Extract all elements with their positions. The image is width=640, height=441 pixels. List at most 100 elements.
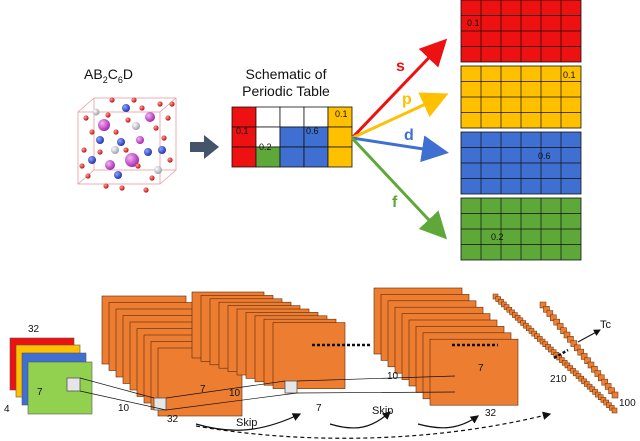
- periodic-table-schematic: 0.1 0.1 0.6 0.2: [231, 106, 353, 168]
- periodic-cell: [279, 126, 305, 148]
- atom: [98, 119, 110, 131]
- dense2-units-label: 100: [619, 398, 636, 409]
- periodic-value-4: 0.2: [259, 142, 272, 152]
- dense-unit: [563, 331, 571, 339]
- periodic-value-3: 0.6: [306, 126, 319, 136]
- dense-unit: [611, 407, 618, 414]
- dense-unit: [604, 383, 612, 390]
- atom: [92, 108, 100, 116]
- orbital-value-p: 0.1: [563, 70, 576, 80]
- schematic-title-line2: Periodic Table: [242, 83, 330, 99]
- atom: [113, 129, 119, 135]
- dense-unit: [567, 336, 574, 343]
- atom: [81, 147, 87, 153]
- dense1-units-label: 210: [550, 374, 567, 385]
- atom: [167, 157, 173, 163]
- dense-layer-210: [492, 293, 618, 414]
- atom: [123, 147, 129, 153]
- block2-kernel-label: 7: [316, 403, 322, 414]
- input-kernel-patch: [66, 377, 81, 392]
- dense-unit: [591, 366, 598, 373]
- block3-depth-label: 10: [387, 371, 399, 382]
- dense-unit: [577, 348, 584, 356]
- block1-kernel-patch: [153, 397, 167, 411]
- orbital-grids: [460, 0, 582, 261]
- periodic-cell: [255, 106, 281, 128]
- atom: [103, 183, 109, 189]
- atom: [114, 171, 122, 179]
- dense-unit: [546, 310, 554, 317]
- crystal-structure: [77, 97, 177, 193]
- periodic-cell: [279, 146, 305, 168]
- periodic-cell: [303, 146, 329, 168]
- periodic-cell: [231, 106, 257, 128]
- skip-label-2: Skip: [372, 405, 393, 417]
- conv-block-2: [191, 291, 346, 389]
- skip-label-1: Skip: [236, 417, 257, 429]
- dense-unit: [550, 314, 557, 322]
- atom: [79, 163, 85, 169]
- atom: [143, 187, 149, 193]
- atom: [158, 146, 166, 154]
- atom: [83, 115, 89, 121]
- orbital-value-d: 0.6: [538, 151, 551, 161]
- block3-kernel-label: 7: [478, 363, 484, 374]
- input-kernel-label: 7: [37, 387, 43, 398]
- atom: [88, 156, 96, 164]
- block3-size-label: 32: [485, 408, 497, 419]
- dense-layer-100: [539, 301, 619, 399]
- periodic-value-1: 0.1: [335, 109, 348, 119]
- feature-map: [272, 322, 346, 389]
- orbital-label-s: s: [396, 58, 405, 75]
- dense-unit: [587, 361, 595, 369]
- orbital-grid-p: [460, 65, 582, 129]
- output-arrow: [577, 329, 601, 343]
- conv-blocks: [101, 287, 519, 417]
- schematic-title-line1: Schematic of: [246, 66, 327, 82]
- orbital-label-f: f: [392, 194, 398, 211]
- feature-map: [429, 338, 519, 406]
- dense-unit: [560, 327, 567, 334]
- atom: [161, 135, 167, 141]
- orbital-value-s: 0.1: [467, 18, 480, 28]
- atom: [169, 101, 175, 107]
- formula-label: AB2C6D: [84, 66, 133, 85]
- input-depth-label: 4: [4, 404, 10, 415]
- dense-unit: [543, 306, 550, 313]
- conv-block-3: [373, 287, 519, 406]
- dense-unit: [611, 391, 619, 399]
- periodic-cell: [303, 106, 329, 128]
- input-stack: [9, 337, 93, 415]
- orbital-arrows: [350, 38, 449, 240]
- atom: [119, 185, 125, 191]
- atom: [122, 104, 130, 112]
- dense-unit: [584, 357, 591, 364]
- transform-arrow: [190, 135, 219, 159]
- atom: [136, 136, 144, 144]
- block1-depth-label: 10: [118, 403, 130, 414]
- input-size-label: 32: [28, 324, 40, 335]
- atom: [117, 138, 125, 146]
- projection-lines: [79, 375, 456, 411]
- atom: [85, 173, 91, 179]
- dense-unit: [574, 344, 581, 352]
- dense-unit: [608, 387, 615, 394]
- dense-unit: [601, 378, 608, 386]
- atom: [97, 149, 103, 155]
- atom: [89, 129, 95, 135]
- atom: [157, 101, 163, 107]
- atom: [131, 97, 137, 103]
- block1-size-label: 32: [167, 414, 179, 425]
- atom: [96, 136, 104, 144]
- dense-unit: [570, 340, 578, 347]
- atom: [149, 175, 155, 181]
- skip-connections: [195, 411, 552, 439]
- dense-unit: [580, 353, 588, 360]
- periodic-cell: [327, 126, 353, 148]
- block2-depth-label: 10: [229, 388, 241, 399]
- orbital-label-d: d: [404, 127, 414, 144]
- periodic-cell: [327, 146, 353, 168]
- atom: [135, 163, 141, 169]
- orbital-grid-s: [460, 0, 582, 63]
